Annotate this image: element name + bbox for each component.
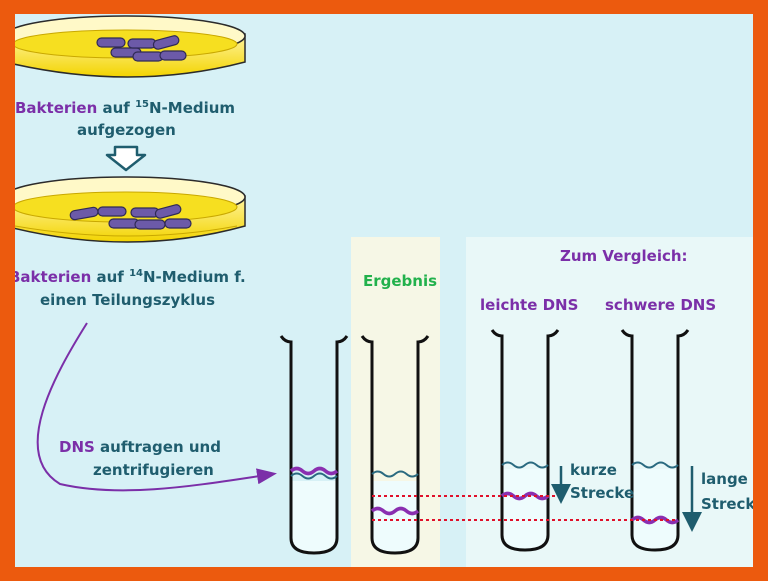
step3-line1: DNS auftragen und (59, 438, 221, 456)
diagram-canvas: Bakterien auf 15N-Medium aufgezogen Bakt… (15, 14, 753, 567)
test-tube-light (490, 329, 560, 552)
short-label-2: Strecke (570, 484, 635, 502)
light-dna-label: leichte DNS (480, 296, 579, 314)
step2-text-b: N-Medium f. (142, 268, 246, 286)
result-title: Ergebnis (363, 272, 438, 290)
test-tube-heavy (620, 329, 690, 552)
step1-line2: aufgezogen (77, 121, 176, 139)
isotope-14: 14 (129, 268, 143, 279)
test-tube-1 (279, 335, 349, 555)
down-arrow (105, 145, 147, 172)
bacteria-group-1 (96, 35, 187, 62)
band-hybrid (370, 506, 420, 516)
bacteria-group-2 (69, 204, 192, 230)
step1-line1: Bakterien auf 15N-Medium (15, 99, 235, 117)
long-label-1: lange (701, 470, 748, 488)
comparison-title: Zum Vergleich: (560, 247, 688, 265)
step2-line2: einen Teilungszyklus (40, 291, 216, 309)
band-heavy (289, 466, 339, 476)
diagram-graphics (15, 15, 702, 555)
dna-label: DNS (59, 438, 95, 456)
step1-text-a: auf (102, 99, 136, 117)
short-label-1: kurze (570, 461, 617, 479)
isotope-15: 15 (135, 99, 149, 110)
organism-label: Bakterien (15, 99, 98, 117)
long-label-2: Strecke (701, 495, 753, 513)
step2-text-a: auf (96, 268, 130, 286)
organism-label: Bakterien (15, 268, 92, 286)
curved-arrow (36, 322, 277, 492)
petri-dish-1 (15, 15, 246, 78)
step2-line1: Bakterien auf 14N-Medium f. (15, 268, 246, 286)
step3-line2: zentrifugieren (93, 461, 214, 479)
test-tube-result (360, 335, 430, 555)
step3-text-a: auftragen und (94, 438, 221, 456)
heavy-dna-label: schwere DNS (605, 296, 717, 314)
petri-dish-2 (15, 176, 246, 243)
step1-text-b: N-Medium (148, 99, 236, 117)
